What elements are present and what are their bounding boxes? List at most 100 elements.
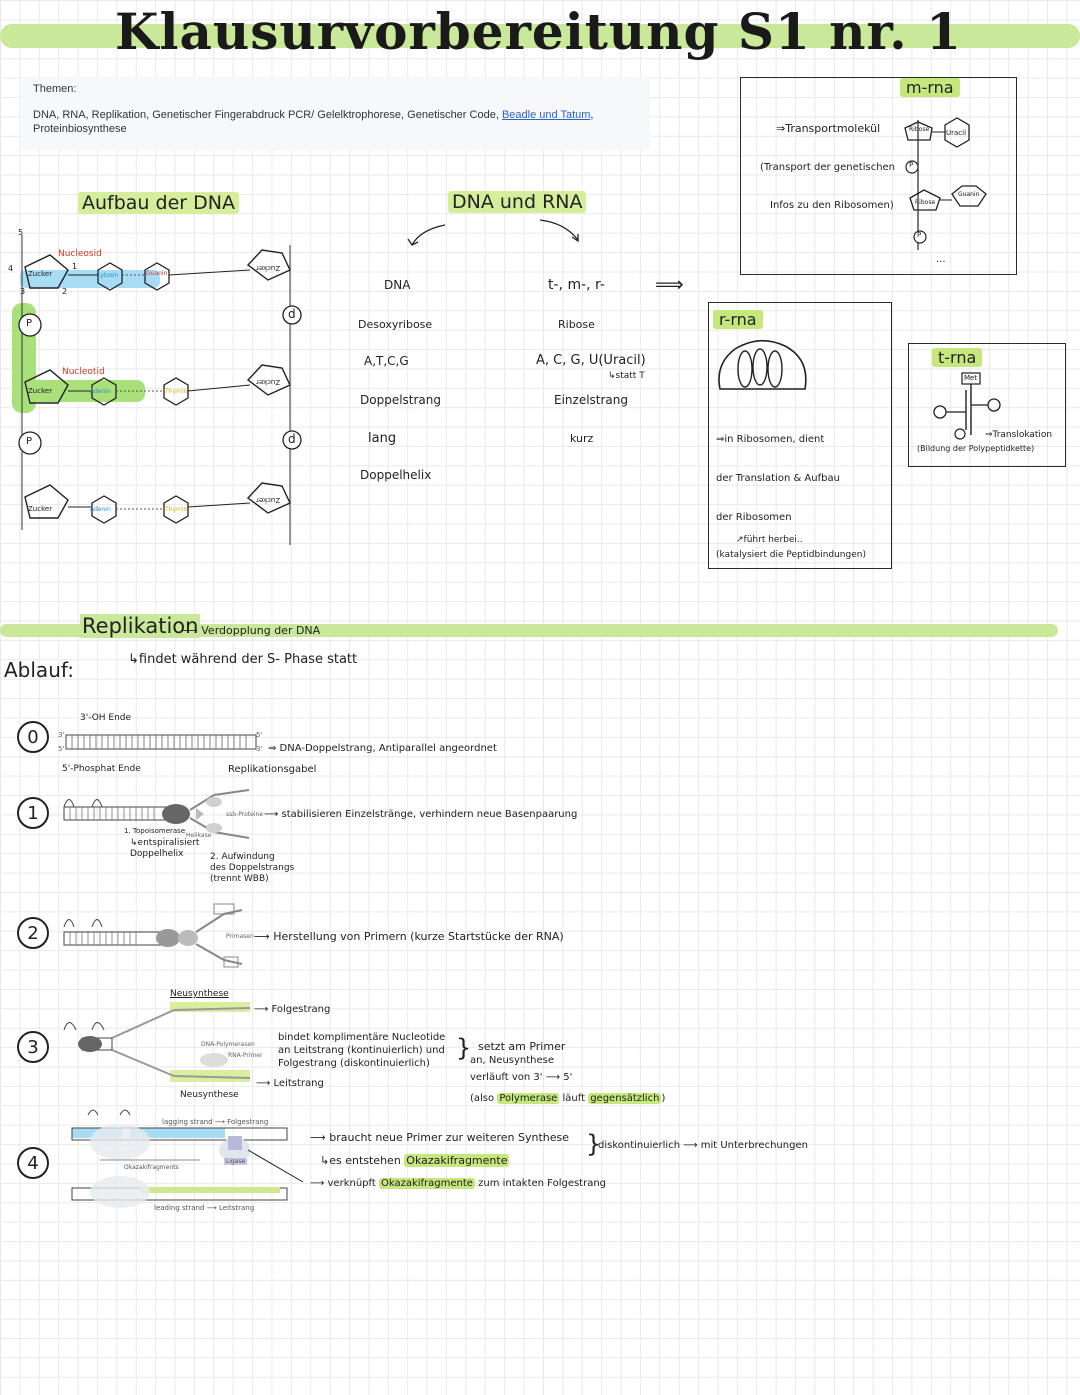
carbon-3-label: 3 (20, 287, 26, 296)
base-label-adenin-2: Adenin (90, 506, 111, 513)
step-3-desc6: verläuft von 3' ⟶ 5' (470, 1072, 573, 1083)
step-3-desc7-pre: (also (470, 1093, 498, 1104)
base-hexagon-adenin-2 (91, 495, 117, 524)
phosphate-label-2: P (26, 436, 33, 447)
trna-title: t-rna (932, 348, 983, 367)
step-3-brace: } (456, 1034, 472, 1062)
ablauf-label: Ablauf: (4, 658, 74, 682)
step-4-ligase: Ligase (224, 1158, 248, 1165)
step-3-desc3: Folgestrang (diskontinuierlich) (278, 1058, 430, 1069)
glycosidic-bond-2 (168, 269, 251, 276)
step-2-diagram (63, 903, 243, 968)
helicase-shape (196, 808, 204, 820)
sugar-label-2: Zucker (28, 387, 53, 395)
base-hexagon-adenin-1 (91, 377, 117, 406)
trna-icon (933, 372, 1001, 440)
step-0-prime-5-right: 5' (256, 731, 263, 739)
dna-column-header: DNA (384, 278, 411, 292)
step-4-desc3-hl: Okazakifragmente (378, 1178, 475, 1189)
title-band (0, 24, 1080, 48)
step-0-p-end: 5'-Phosphat Ende (62, 764, 141, 774)
step-0-desc: ⇒ DNA-Doppelstrang, Antiparallel angeord… (268, 743, 497, 754)
sugar-pentagon-1 (24, 254, 69, 289)
replication-heading: Replikation (80, 614, 201, 638)
step-3-folgestrang: ⟶ Folgestrang (254, 1004, 331, 1015)
glycosidic-bond-4 (187, 384, 251, 392)
step-3-rna-primer: RNA-Primer (228, 1052, 263, 1059)
replication-subline: ↳findet während der S- Phase statt (128, 652, 358, 667)
themes-text: DNA, RNA, Replikation, Genetischer Finge… (33, 108, 643, 136)
rrna-line2: der Translation & Aufbau (716, 473, 840, 484)
step-1-topo: 1. Topoisomerase (124, 827, 186, 835)
replication-band (0, 624, 1058, 637)
dna-length: lang (368, 431, 397, 446)
deoxy-circle-1 (282, 305, 302, 325)
deoxy-label-2: d (288, 432, 296, 446)
rna-strand: Einzelstrang (554, 393, 629, 407)
step-4-lagging: lagging strand ⟶ Folgestrang (162, 1118, 269, 1126)
step-3-leitstrang: ⟶ Leitstrang (256, 1078, 324, 1089)
rrna-box (708, 302, 892, 569)
deoxy-label-1: d (288, 307, 296, 321)
step-4-leading: leading strand ⟶ Leitstrang (154, 1204, 255, 1212)
step-0-dna-double-strand (65, 734, 257, 750)
rrna-title: r-rna (713, 310, 763, 329)
step-3-neusynthese-top: Neusynthese (170, 989, 229, 999)
comparison-arrows (407, 219, 579, 246)
sugar-pentagon-3 (24, 484, 69, 519)
step-4-diagram (71, 1109, 288, 1208)
base-hexagon-cytosin (97, 262, 123, 291)
mrna-diagram (904, 117, 987, 250)
rna-length: kurz (570, 432, 594, 445)
step-3-circle: 3 (17, 1031, 49, 1063)
step-3-desc7-post: ) (661, 1093, 666, 1104)
step-1-helicase-desc1: 2. Aufwindung (210, 852, 275, 862)
step-0-circle: 0 (17, 721, 49, 753)
deoxy-circle-2 (282, 430, 302, 450)
dna-structure-heading: Aufbau der DNA (78, 192, 239, 214)
step-3-desc1: bindet komplimentäre Nucleotide (278, 1032, 446, 1043)
mrna-dots: ... (936, 254, 946, 265)
rna-bases-note: ↳statt T (608, 371, 645, 381)
step-2-primase-desc: ⟶ Herstellung von Primern (kurze Startst… (254, 930, 564, 943)
step-4-pointer-line (247, 1149, 304, 1183)
step-3-neusynthese-bottom: Neusynthese (180, 1090, 239, 1100)
step-3-polymerase: DNA-Polymerasen (201, 1041, 255, 1048)
rna-column-header: t-, m-, r- (548, 277, 605, 293)
step-3-desc7-mid: läuft (559, 1093, 589, 1104)
step-3-desc7-hl2: gegensätzlich (588, 1093, 662, 1104)
step-3-desc7-hl1: Polymerase (497, 1093, 560, 1104)
rna-sugar: Ribose (558, 318, 595, 331)
dna-strand: Doppelstrang (360, 393, 441, 407)
carbon-4-label: 4 (8, 264, 14, 273)
trna-line2: (Bildung der Polypeptidkette) (917, 444, 1035, 453)
step-2-num: 2 (27, 922, 39, 944)
step-4-brace: } (586, 1130, 602, 1158)
sugar-label-right-3: Zucker (256, 496, 281, 504)
sugar-pentagon-right-3 (246, 482, 291, 514)
step-4-circle: 4 (17, 1147, 49, 1179)
step-4-desc3-pre: ⟶ verknüpft (310, 1178, 379, 1189)
rrna-line5: (katalysiert die Peptidbindungen) (716, 550, 866, 560)
page-title: Klausurvorbereitung S1 nr. 1 (115, 2, 962, 61)
mrna-uracil: Uracil (946, 129, 967, 137)
sugar-label-1: Zucker (28, 270, 53, 278)
beadle-tatum-link[interactable]: Beadle und Tatum (501, 109, 591, 121)
mrna-phosphate-1: P (909, 161, 914, 169)
sugar-pentagon-right-2 (246, 364, 291, 396)
step-1-ssb-desc: ⟶ stabilisieren Einzelstränge, verhinder… (264, 809, 578, 820)
trna-met: Met (964, 374, 978, 382)
step-4-num: 4 (27, 1152, 39, 1174)
step-3-desc5: an, Neusynthese (470, 1055, 555, 1066)
step-4-desc2-hl: Okazakifragmente (404, 1154, 510, 1167)
sugar-label-right-2: Zucker (256, 378, 281, 386)
ribosome-icon (718, 339, 807, 390)
sugar-label-3: Zucker (28, 505, 53, 513)
step-2-primase: Primasen (226, 933, 254, 940)
step-4-desc3: ⟶ verknüpft Okazakifragmente zum intakte… (310, 1178, 606, 1189)
step-1-ssb: ssb-Proteine (226, 811, 263, 818)
dna-bases: A,T,C,G (364, 354, 409, 368)
step-4-okazaki: Okazakifragments (124, 1164, 179, 1171)
rrna-line1: ⇒in Ribosomen, dient (716, 434, 825, 445)
mrna-line1: ⇒Transportmolekül (776, 122, 881, 135)
